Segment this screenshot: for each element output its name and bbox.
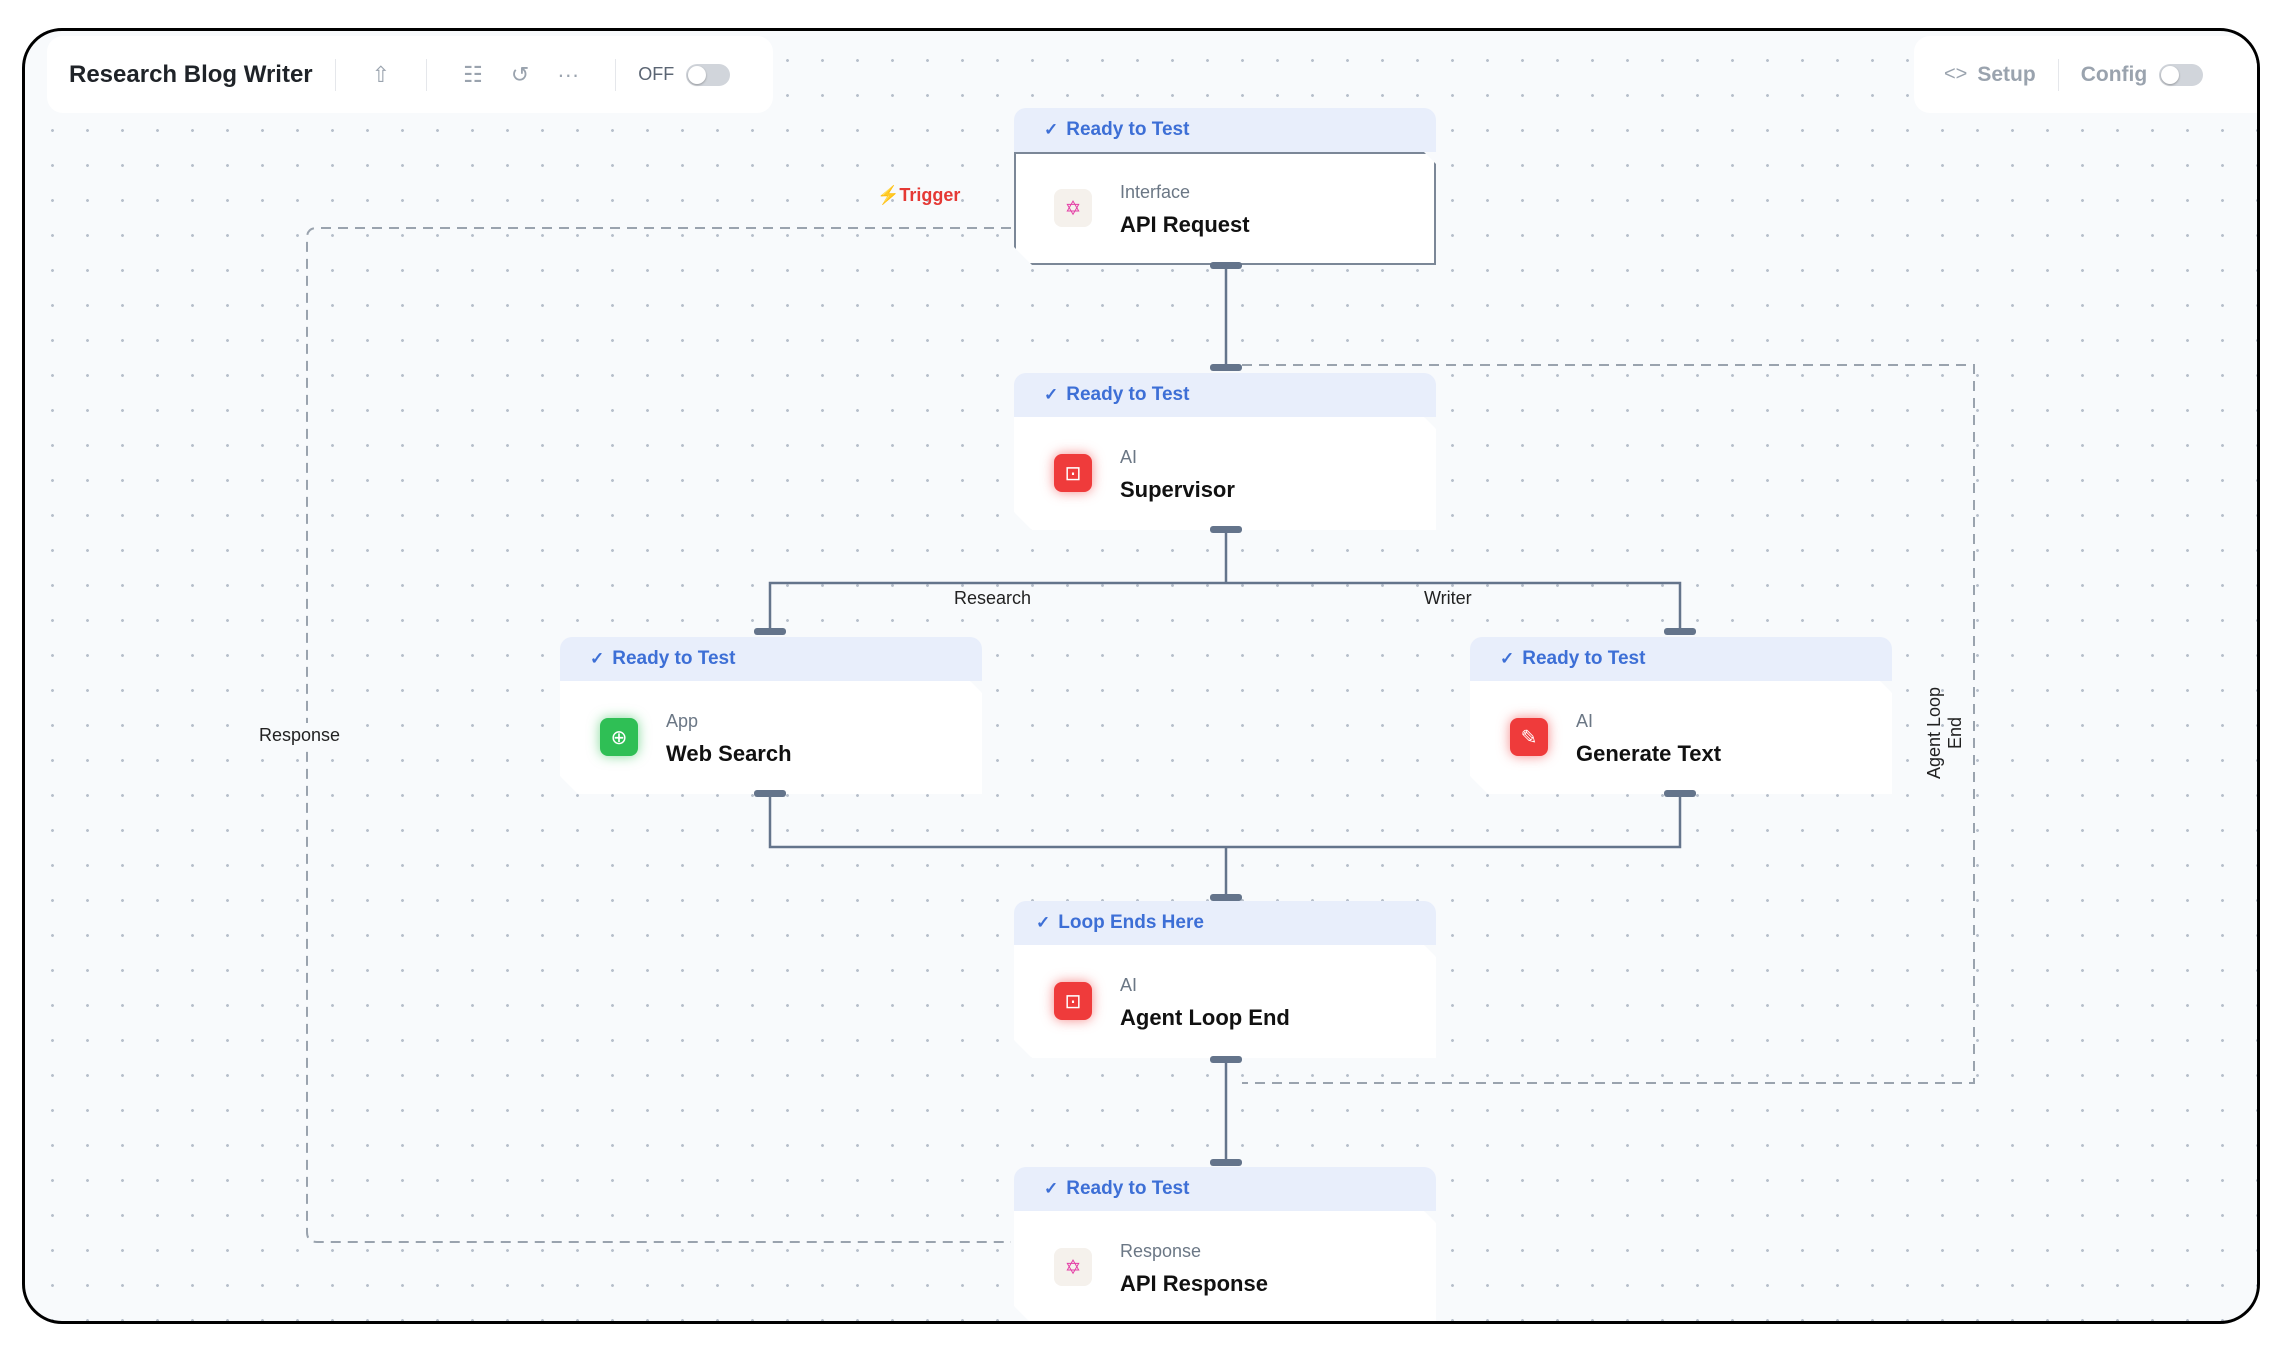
divider <box>426 58 428 91</box>
node-supervisor[interactable]: ✓ Ready to Test ⊡ AI Supervisor <box>1014 373 1436 530</box>
node-title: Generate Text <box>1576 741 1722 766</box>
node-status: ✓ Loop Ends Here <box>1014 901 1436 945</box>
node-category: Response <box>1120 1241 1202 1261</box>
config-toggle[interactable] <box>2159 63 2204 86</box>
check-icon: ✓ <box>1036 913 1051 932</box>
node-generate-text[interactable]: ✓ Ready to Test ✎ AI Generate Text <box>1470 637 1892 794</box>
output-handle[interactable] <box>1210 526 1242 533</box>
output-handle[interactable] <box>754 790 786 797</box>
check-icon: ✓ <box>1044 1179 1059 1198</box>
node-category: AI <box>1120 975 1138 995</box>
edge-merge <box>768 793 1682 897</box>
status-text: Ready to Test <box>1522 648 1646 669</box>
check-icon: ✓ <box>1044 385 1059 404</box>
status-text: Ready to Test <box>1066 384 1190 405</box>
input-handle[interactable] <box>754 628 786 635</box>
workflow-canvas[interactable]: Research Blog Writer ⇧ ☷ ↺ ··· OFF <> Se… <box>22 28 2260 1324</box>
workflow-title: Research Blog Writer <box>69 60 313 88</box>
status-text: Ready to Test <box>1066 119 1190 140</box>
list-icon[interactable]: ☷ <box>463 61 483 87</box>
trigger-label: ⚡Trigger <box>877 185 961 205</box>
graphql-icon: ✡ <box>1054 189 1092 227</box>
edge-supervisor-branches <box>768 529 1682 631</box>
edge-label-response: Response <box>259 723 341 748</box>
node-category: Interface <box>1120 182 1191 202</box>
node-title: Supervisor <box>1120 477 1235 502</box>
output-handle[interactable] <box>1664 790 1696 797</box>
more-icon[interactable]: ··· <box>557 61 580 87</box>
node-category: AI <box>1576 711 1594 731</box>
input-handle[interactable] <box>1664 628 1696 635</box>
node-status: ✓ Ready to Test <box>1014 373 1436 417</box>
setup-button[interactable]: Setup <box>1977 62 2036 86</box>
node-category: AI <box>1120 447 1138 467</box>
node-title: API Response <box>1120 1271 1268 1296</box>
robot-icon: ⊡ <box>1054 454 1092 492</box>
output-handle[interactable] <box>1210 262 1242 269</box>
output-handle[interactable] <box>1210 1056 1242 1063</box>
active-toggle[interactable] <box>686 63 731 86</box>
node-status: ✓ Ready to Test <box>560 637 982 681</box>
node-title: API Request <box>1120 212 1250 237</box>
trigger-text: Trigger <box>899 185 961 205</box>
input-handle[interactable] <box>1210 1159 1242 1166</box>
edge-label-writer: Writer <box>1424 588 1472 608</box>
check-icon: ✓ <box>590 649 605 668</box>
node-agent-loop-end[interactable]: ✓ Loop Ends Here ⊡ AI Agent Loop End <box>1014 901 1436 1058</box>
node-title: Agent Loop End <box>1120 1005 1290 1030</box>
config-label: Config <box>2080 62 2148 86</box>
upload-icon[interactable]: ⇧ <box>371 61 391 87</box>
edge-label-research: Research <box>954 588 1032 608</box>
right-toolbar: <> Setup Config <box>1914 36 2257 113</box>
input-handle[interactable] <box>1210 364 1242 371</box>
node-status: ✓ Ready to Test <box>1014 108 1436 152</box>
divider <box>334 58 336 91</box>
divider <box>2057 58 2059 91</box>
edge-agent-loop <box>1242 364 1975 1084</box>
divider <box>615 58 617 91</box>
status-text: Loop Ends Here <box>1058 912 1204 933</box>
status-text: Ready to Test <box>1066 1178 1190 1199</box>
toggle-label: OFF <box>638 64 675 84</box>
edge-label-agent-loop-end: Agent Loop End <box>1924 686 1965 780</box>
history-icon[interactable]: ↺ <box>510 61 530 87</box>
node-title: Web Search <box>666 741 792 766</box>
clipboard-edit-icon: ✎ <box>1510 718 1548 756</box>
graphql-icon: ✡ <box>1054 1248 1092 1286</box>
code-icon: <> <box>1944 63 1968 85</box>
edges-layer <box>306 227 1975 1243</box>
check-icon: ✓ <box>1044 120 1059 139</box>
input-handle[interactable] <box>1210 894 1242 901</box>
robot-icon: ⊡ <box>1054 982 1092 1020</box>
toolbar: Research Blog Writer ⇧ ☷ ↺ ··· OFF <box>47 36 773 113</box>
node-status: ✓ Ready to Test <box>1470 637 1892 681</box>
globe-icon: ⊕ <box>600 718 638 756</box>
check-icon: ✓ <box>1500 649 1515 668</box>
node-status: ✓ Ready to Test <box>1014 1167 1436 1211</box>
status-text: Ready to Test <box>612 648 736 669</box>
node-category: App <box>666 711 699 731</box>
